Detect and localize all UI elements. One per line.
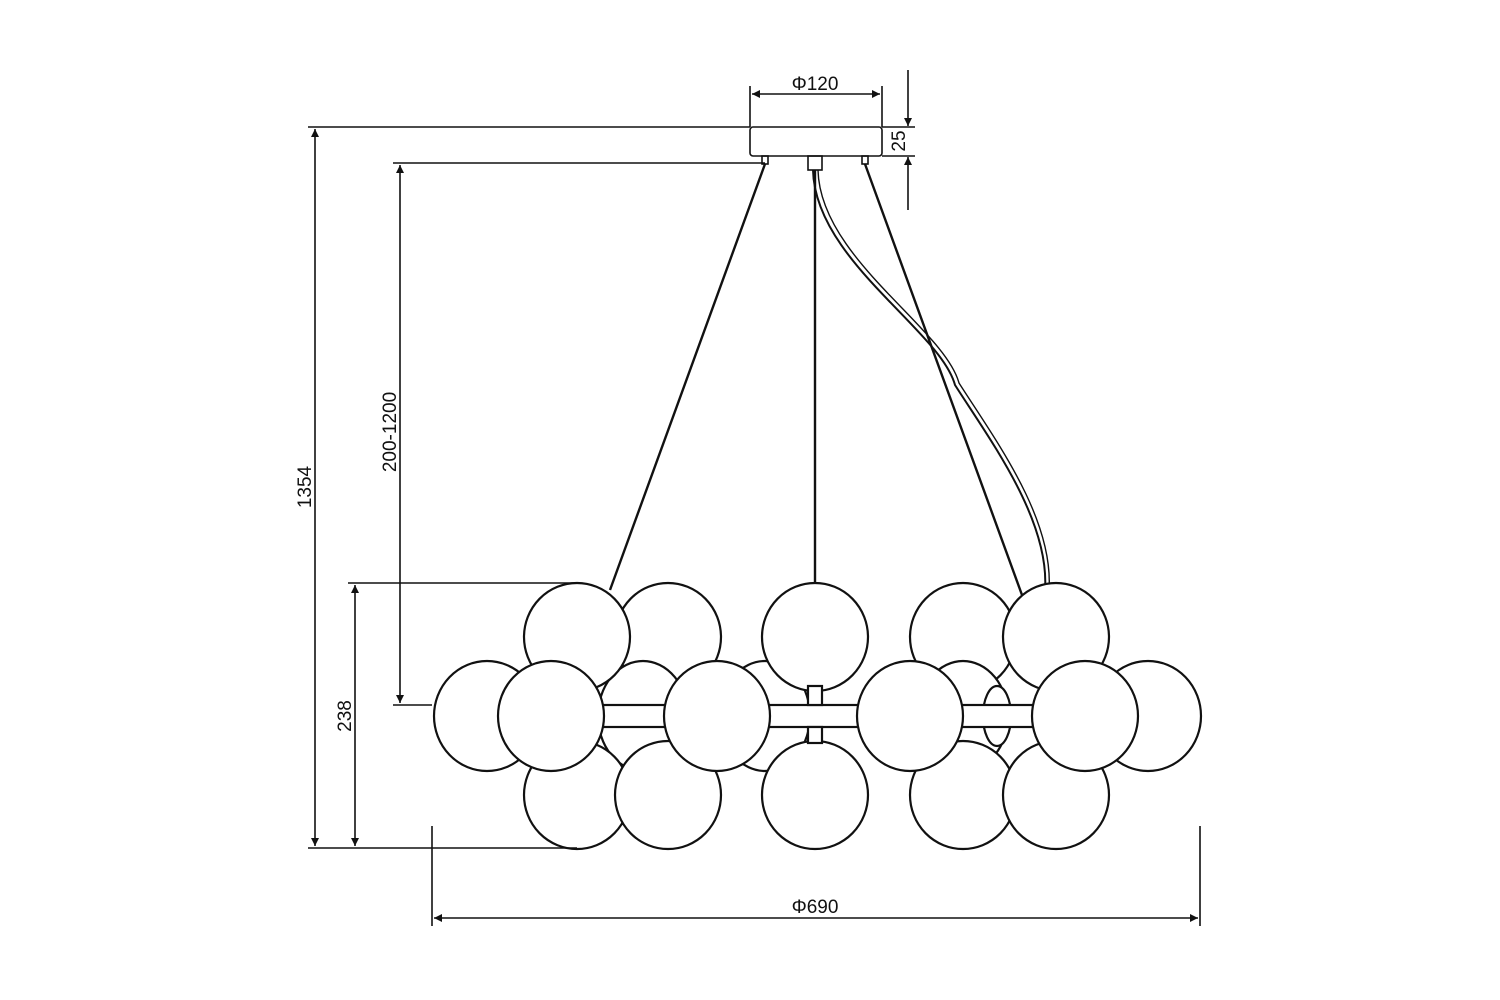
cable-length-label: 200-1200	[380, 392, 401, 472]
dimension-body-height: 238	[335, 582, 577, 846]
ceiling-canopy	[749, 126, 883, 171]
dimension-canopy-diameter: Φ120	[749, 74, 883, 127]
canopy-diameter-label: Φ120	[792, 74, 839, 95]
dimension-cable-length: 200-1200	[380, 162, 765, 706]
body-diameter-label: Φ690	[792, 897, 839, 918]
suspension-wires	[608, 163, 1050, 596]
dimension-canopy-height: 25	[882, 70, 915, 210]
body-height-label: 238	[335, 700, 356, 732]
dimension-total-height: 1354	[295, 126, 750, 849]
dimension-body-diameter: Φ690	[431, 826, 1201, 926]
total-height-label: 1354	[295, 465, 316, 508]
canopy-height-label: 25	[889, 130, 910, 151]
globe-cluster	[432, 581, 1203, 851]
